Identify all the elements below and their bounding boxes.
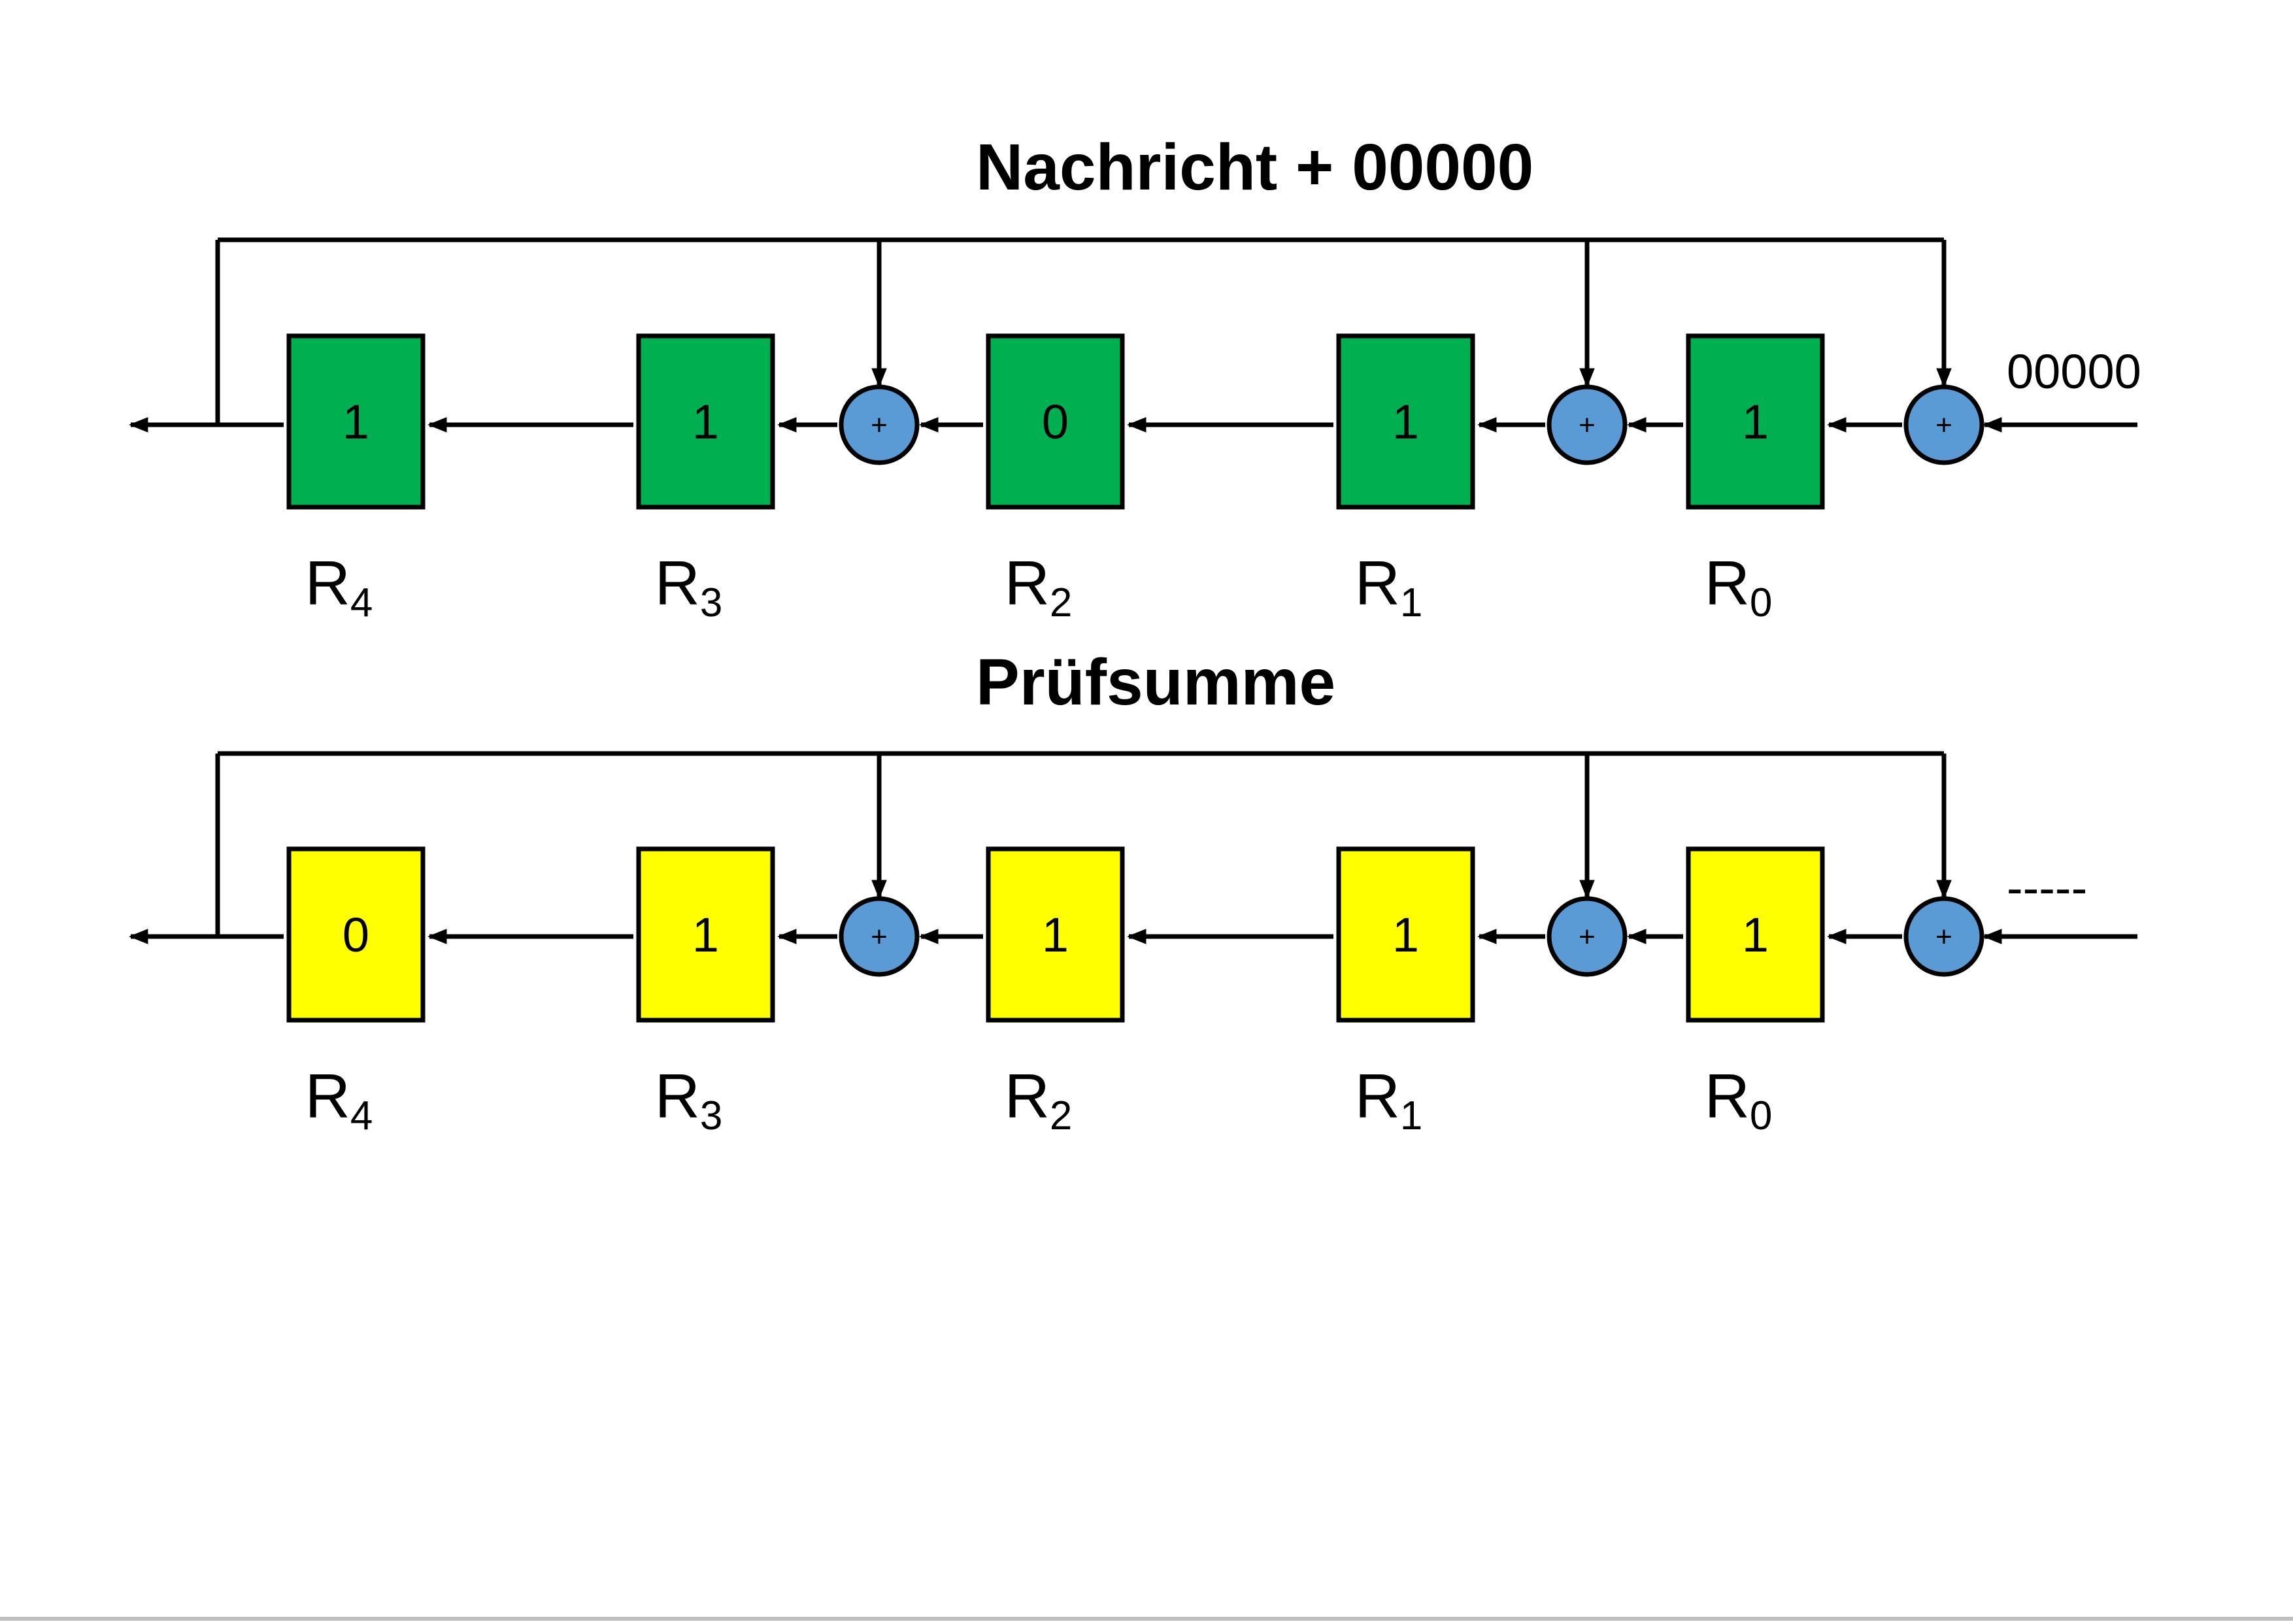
register-box — [986, 333, 1125, 510]
register-box — [1336, 333, 1475, 510]
register-value: 1 — [1042, 908, 1069, 962]
xor-plus-symbol: + — [1935, 409, 1952, 441]
register-label-subscript: 3 — [700, 1093, 722, 1138]
register-label-base: R — [1005, 1061, 1050, 1131]
xor-node-2: + — [1547, 896, 1628, 977]
xor-node-1: + — [839, 896, 920, 977]
register-label-subscript: 3 — [700, 580, 722, 625]
xor-node-3: + — [1903, 896, 1984, 977]
register-box — [636, 333, 775, 510]
register-label-base: R — [1005, 548, 1050, 618]
register-r4: 0R4 — [286, 846, 426, 1138]
register-box — [1686, 846, 1825, 1023]
xor-plus-symbol: + — [1935, 921, 1952, 953]
register-label-base: R — [1355, 548, 1400, 618]
xor-plus-symbol: + — [1579, 921, 1596, 953]
register-r4: 1R4 — [286, 333, 426, 625]
register-r3: 1R3 — [636, 333, 775, 625]
panel-title: Nachricht + 00000 — [976, 131, 1533, 204]
register-value: 1 — [1392, 395, 1419, 449]
register-label-subscript: 2 — [1050, 580, 1072, 625]
register-label-subscript: 0 — [1750, 580, 1772, 625]
xor-node-2: + — [1547, 384, 1628, 465]
register-label: R1 — [1355, 548, 1423, 625]
register-label-subscript: 0 — [1750, 1093, 1772, 1138]
page-bottom-border — [0, 1617, 2293, 1621]
input-bits: 00000 — [2007, 344, 2141, 399]
xor-circle — [839, 896, 920, 977]
register-label: R1 — [1355, 1061, 1423, 1138]
register-r1: 1R1 — [1336, 333, 1475, 625]
register-label: R4 — [305, 1061, 373, 1138]
xor-circle — [1903, 896, 1984, 977]
register-label: R0 — [1705, 1061, 1773, 1138]
register-label-base: R — [1355, 1061, 1400, 1131]
register-label-subscript: 2 — [1050, 1093, 1072, 1138]
xor-circle — [1547, 896, 1628, 977]
register-r0: 1R0 — [1686, 846, 1825, 1138]
xor-node-3: + — [1903, 384, 1984, 465]
register-label: R3 — [655, 1061, 723, 1138]
register-label: R0 — [1705, 548, 1773, 625]
register-box — [286, 846, 426, 1023]
register-label-base: R — [305, 548, 350, 618]
xor-plus-symbol: + — [871, 921, 888, 953]
register-value: 1 — [1742, 395, 1769, 449]
register-label-base: R — [305, 1061, 350, 1131]
register-box — [286, 333, 426, 510]
register-label: R4 — [305, 548, 373, 625]
register-value: 1 — [1392, 908, 1419, 962]
register-label-subscript: 4 — [350, 580, 373, 625]
xor-node-1: + — [839, 384, 920, 465]
register-value: 0 — [343, 908, 369, 962]
xor-plus-symbol: + — [871, 409, 888, 441]
register-label-subscript: 1 — [1400, 580, 1422, 625]
register-label: R2 — [1005, 1061, 1073, 1138]
register-label-base: R — [655, 1061, 700, 1131]
register-label-subscript: 1 — [1400, 1093, 1422, 1138]
input-bits: ----- — [2007, 861, 2087, 915]
register-r3: 1R3 — [636, 846, 775, 1138]
register-value: 1 — [1742, 908, 1769, 962]
register-label: R3 — [655, 548, 723, 625]
register-box — [636, 846, 775, 1023]
register-r1: 1R1 — [1336, 846, 1475, 1138]
xor-circle — [839, 384, 920, 465]
xor-circle — [1547, 384, 1628, 465]
register-label-base: R — [655, 548, 700, 618]
xor-circle — [1903, 384, 1984, 465]
register-value: 1 — [343, 395, 369, 449]
register-value: 1 — [692, 395, 719, 449]
register-value: 0 — [1042, 395, 1069, 449]
xor-plus-symbol: + — [1579, 409, 1596, 441]
register-box — [1686, 333, 1825, 510]
register-r2: 0R2 — [986, 333, 1125, 625]
register-r0: 1R0 — [1686, 333, 1825, 625]
register-label: R2 — [1005, 548, 1073, 625]
register-value: 1 — [692, 908, 719, 962]
panel-title: Prüfsumme — [976, 646, 1335, 719]
register-r2: 1R2 — [986, 846, 1125, 1138]
register-box — [1336, 846, 1475, 1023]
register-label-subscript: 4 — [350, 1093, 373, 1138]
register-label-base: R — [1705, 1061, 1750, 1131]
register-box — [986, 846, 1125, 1023]
register-label-base: R — [1705, 548, 1750, 618]
